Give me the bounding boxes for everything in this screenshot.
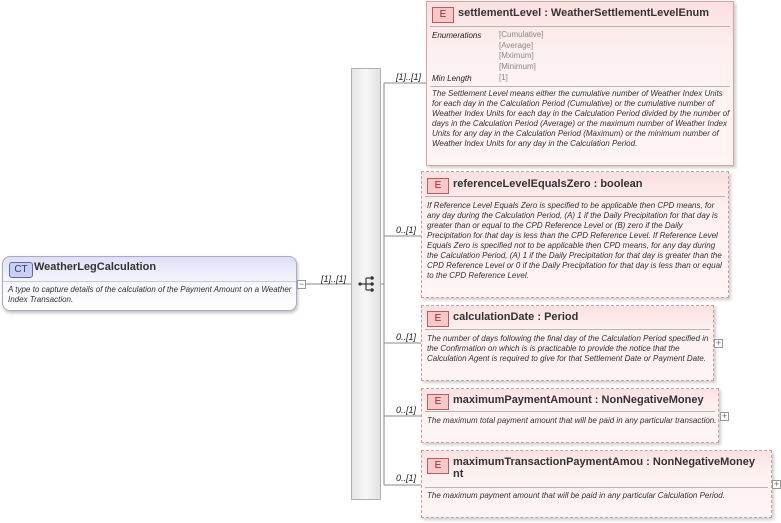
complex-type-name: WeatherLegCalculation [34,261,157,273]
ct-multiplicity: [1]..[1] [321,274,347,284]
enum-value: [Average] [499,40,534,50]
element-title: maximumTransactionPaymentAmou : NonNegat… [453,456,755,468]
element-badge: E [432,7,454,23]
element-title: referenceLevelEqualsZero : boolean [453,178,643,190]
complex-type-box[interactable]: CT WeatherLegCalculation A type to captu… [2,256,297,311]
expand-icon[interactable]: + [772,479,781,489]
title-separator [425,196,725,197]
title-separator [430,26,730,27]
element-multiplicity: 0..[1] [396,473,417,483]
enum-value: [Cumulative] [499,30,544,39]
element-multiplicity: 0..[1] [396,405,417,415]
element-box-maximum-payment-amount[interactable]: E maximumPaymentAmount : NonNegativeMone… [421,388,719,443]
element-multiplicity: 0..[1] [396,225,417,235]
element-multiplicity: 0..[1] [396,332,417,342]
element-description: The maximum total payment amount that wi… [427,416,717,425]
element-box-calculation-date[interactable]: E calculationDate : Period The number of… [421,305,714,381]
element-badge: E [427,178,449,194]
sequence-compositor[interactable] [351,68,381,500]
element-box-settlement-level[interactable]: E settlementLevel : WeatherSettlementLev… [426,1,734,166]
facet-separator [430,86,730,87]
element-box-reference-level-equals-zero[interactable]: E referenceLevelEqualsZero : boolean If … [421,171,729,298]
element-badge: E [427,458,449,474]
expand-icon[interactable]: + [720,411,729,421]
title-separator [425,411,715,412]
ct-badge: CT [9,262,33,278]
title-separator [425,487,768,488]
complex-type-description: A type to capture details of the calcula… [8,285,292,304]
element-title: calculationDate : Period [453,311,579,323]
element-title-continued: nt [453,468,464,480]
element-title: maximumPaymentAmount : NonNegativeMoney [453,394,704,406]
min-length-value: [1] [499,73,508,82]
title-separator [425,329,710,330]
element-description: The number of days following the final d… [427,334,709,363]
element-description: If Reference Level Equals Zero is specif… [427,201,722,280]
expand-icon[interactable]: + [714,338,723,348]
collapse-icon[interactable]: − [297,279,306,289]
enum-value: [Mximum] [499,51,534,60]
enumerations-label: Enumerations [432,31,482,40]
complex-type-header: CT WeatherLegCalculation [3,257,296,282]
element-box-maximum-transaction-payment-amount[interactable]: E maximumTransactionPaymentAmou : NonNeg… [421,450,772,518]
element-multiplicity: [1]..[1] [396,72,422,82]
min-length-label: Min Length [432,74,472,83]
element-description: The maximum payment amount that will be … [427,491,725,500]
sequence-icon [358,276,374,292]
element-badge: E [427,311,449,327]
element-title: settlementLevel : WeatherSettlementLevel… [458,7,710,19]
enum-value: [Minimum] [499,61,536,71]
element-badge: E [427,394,449,410]
element-description: The Settlement Level means either the cu… [432,89,730,148]
